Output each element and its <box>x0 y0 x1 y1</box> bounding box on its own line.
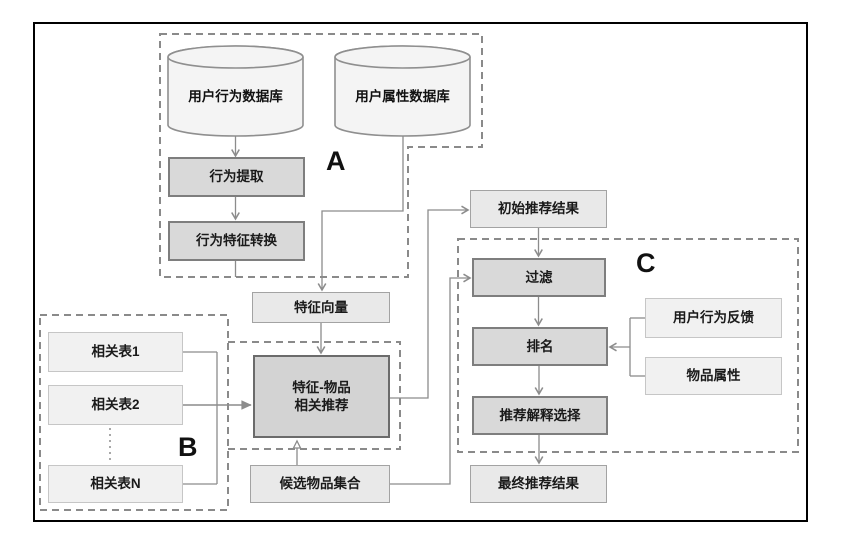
node-related-table-n: 相关表N <box>48 465 183 503</box>
node-feature-item-rec: 特征-物品 相关推荐 <box>253 355 390 438</box>
group-c-label: C <box>636 248 656 278</box>
node-user-feedback: 用户行为反馈 <box>645 298 782 338</box>
group-b-label: B <box>178 432 198 462</box>
user-attr-db-cylinder <box>334 45 471 137</box>
node-behavior-feature-convert: 行为特征转换 <box>168 221 305 261</box>
group-b-border <box>39 314 229 511</box>
node-related-table-2: 相关表2 <box>48 385 183 425</box>
node-final-results: 最终推荐结果 <box>470 465 607 503</box>
node-filter: 过滤 <box>472 258 606 297</box>
node-item-attrs: 物品属性 <box>645 357 782 395</box>
node-behavior-extract: 行为提取 <box>168 157 305 197</box>
node-candidate-items: 候选物品集合 <box>250 465 390 503</box>
node-ranking: 排名 <box>472 327 608 366</box>
arrow-db2-to-feature-vector <box>317 136 404 292</box>
rec-group-border <box>228 341 401 450</box>
arrow-rec-to-initial <box>390 205 470 399</box>
node-user-behavior-db: 用户行为数据库 <box>188 89 283 104</box>
arrow-candidates-to-filter <box>390 273 472 485</box>
group-a-border <box>159 33 483 278</box>
node-feature-vector: 特征向量 <box>252 292 390 323</box>
node-related-table-1: 相关表1 <box>48 332 183 372</box>
group-a-label: A <box>326 146 346 176</box>
node-user-attr-db: 用户属性数据库 <box>355 89 450 104</box>
node-explain-select: 推荐解释选择 <box>472 396 608 435</box>
user-behavior-db-cylinder <box>167 45 304 137</box>
node-initial-results: 初始推荐结果 <box>470 190 607 228</box>
group-c-border <box>457 238 799 453</box>
